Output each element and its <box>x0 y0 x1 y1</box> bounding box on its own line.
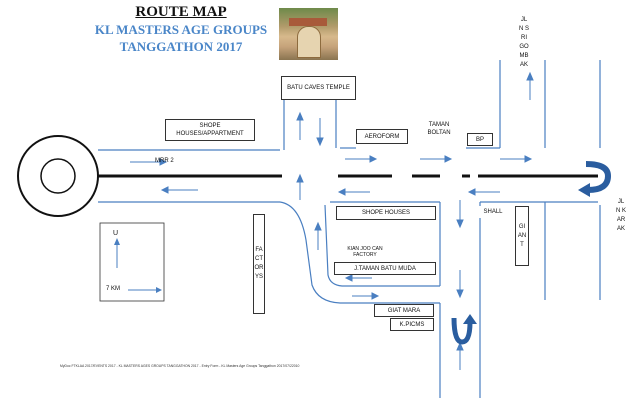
photo-roof <box>289 18 327 26</box>
scale-label: 7 KM <box>106 286 121 292</box>
j-taman-batu-muda-label: J.TAMAN BATU MUDA <box>334 262 436 275</box>
shall-label: SHALL <box>478 206 508 218</box>
batu-caves-temple-photo <box>279 8 338 60</box>
taman-boltan-label: TAMAN BOLTAN <box>418 116 460 142</box>
k-picms-label: K.PICMS <box>390 318 434 331</box>
scale-arrowhead <box>156 287 162 293</box>
jln-srigombak-label: JLN SRIGOMBAK <box>519 17 530 68</box>
title-event-line1: KL MASTERS AGE GROUPS <box>94 22 268 37</box>
shope-houses-label: SHOPE HOUSES <box>336 206 436 220</box>
bp-label: BP <box>467 133 493 146</box>
batu-caves-temple-label: BATU CAVES TEMPLE <box>281 76 356 100</box>
uturn-arrowhead-south <box>463 314 477 324</box>
map-title: ROUTE MAP KL MASTERS AGE GROUPS TANGGATH… <box>86 4 276 55</box>
factorys-box: FACTORYS <box>253 214 265 314</box>
compass-north-label: U <box>113 230 119 237</box>
giant-box: GIANT <box>515 206 529 266</box>
roundabout-inner <box>40 158 76 194</box>
title-route-map: ROUTE MAP <box>135 4 227 20</box>
direction-arrows <box>130 71 534 370</box>
giant-label: GIANT <box>517 223 527 248</box>
footer-text: MyDoc FTKLAA 2017/EVENTS 2017 - KL MASTE… <box>60 364 300 368</box>
title-event-line2: TANGGATHON 2017 <box>119 39 243 54</box>
aeroform-label: AEROFORM <box>356 129 408 144</box>
uturn-arrow-east <box>585 161 612 193</box>
uturn-arrow-south <box>451 317 473 345</box>
jln-karak-label: JLN KARAK <box>616 199 627 232</box>
mrr2-label: MRR 2 <box>155 158 174 164</box>
factorys-label: FACTORYS <box>254 247 264 280</box>
giat-mara-label: GIAT MARA <box>374 304 434 317</box>
uturn-arrowhead-east <box>578 183 590 197</box>
photo-arch <box>297 26 321 58</box>
compass-arrowhead <box>114 238 120 245</box>
road-edges <box>98 60 601 398</box>
shope-houses-appartment-label: SHOPE HOUSES/APPARTMENT <box>165 119 255 141</box>
roundabout-outer <box>17 135 99 217</box>
legend-box <box>99 222 165 302</box>
kian-joo-factory-label: KIAN JOO CAN FACTORY <box>337 243 393 261</box>
